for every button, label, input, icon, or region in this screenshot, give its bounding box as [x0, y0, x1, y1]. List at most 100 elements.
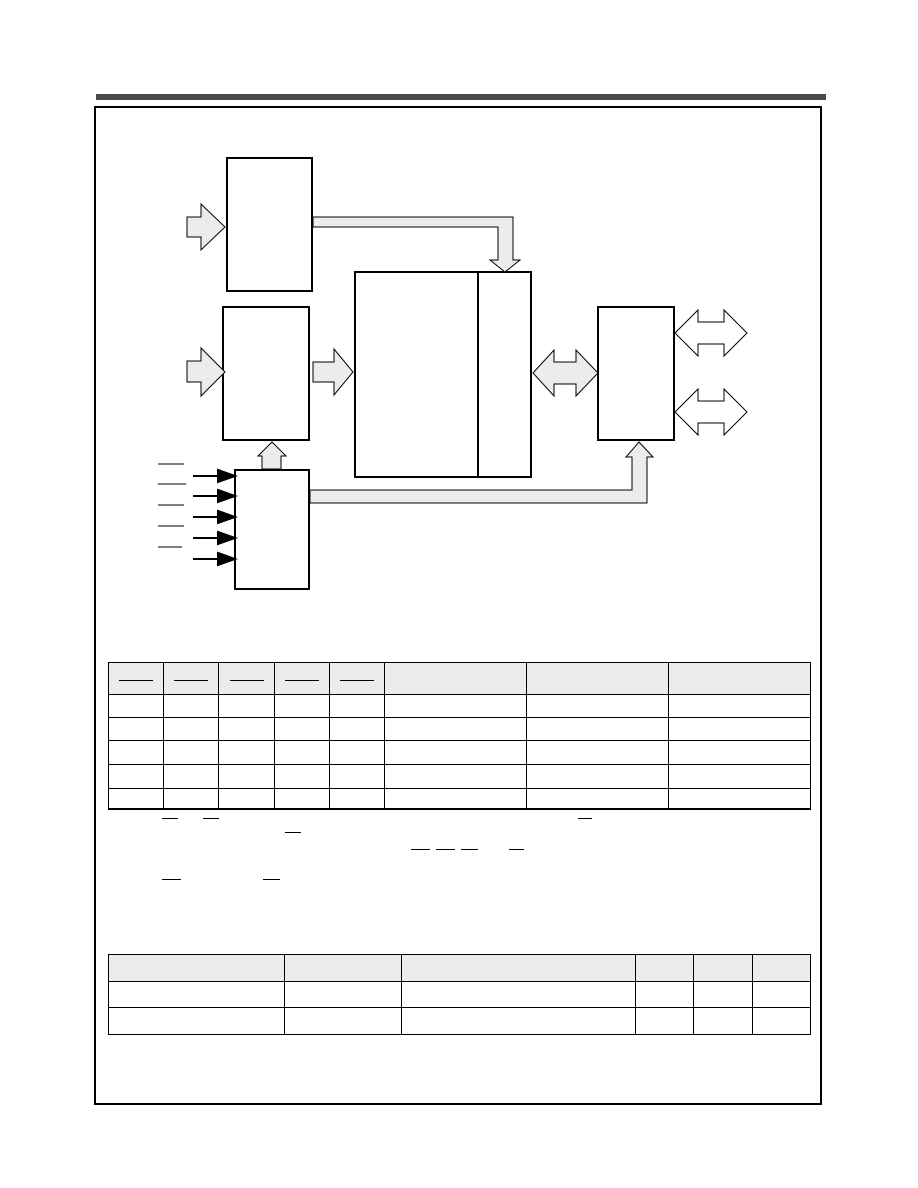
- table-cell: [526, 694, 669, 718]
- table-cell: [218, 764, 275, 789]
- table-cell: [329, 694, 385, 718]
- table-cell: [218, 717, 275, 741]
- table-cell: [218, 740, 275, 765]
- parameter-header-cell: [635, 954, 694, 982]
- control-input-arrows: [193, 468, 239, 567]
- table-cell: [526, 764, 669, 789]
- block-memory-array: [354, 271, 532, 478]
- parameter-header-cell: [752, 954, 811, 982]
- truth-table-header-cell: [526, 662, 669, 695]
- footnote-overbar: [578, 818, 592, 819]
- signal-overbar: [285, 680, 319, 681]
- table-cell: [384, 764, 527, 789]
- table-cell: [668, 764, 811, 789]
- parameter-table: [108, 954, 811, 1035]
- table-cell: [284, 981, 402, 1008]
- table-cell: [401, 981, 636, 1008]
- table-row: [108, 717, 811, 741]
- truth-table-header-cell: [329, 662, 385, 695]
- truth-table: [108, 662, 811, 810]
- table-cell: [668, 740, 811, 765]
- arrow-array-io: [532, 348, 599, 398]
- block-mid-left: [222, 306, 310, 441]
- table-cell: [108, 788, 164, 809]
- table-cell: [108, 981, 285, 1008]
- table-cell: [163, 788, 219, 809]
- footnote-overbar: [263, 879, 280, 880]
- truth-table-header-cell: [274, 662, 330, 695]
- table-cell: [668, 717, 811, 741]
- table-cell: [384, 788, 527, 809]
- signal-overbar: [119, 680, 153, 681]
- table-cell: [163, 694, 219, 718]
- table-cell: [163, 717, 219, 741]
- table-row: [108, 981, 811, 1008]
- table-cell: [284, 1007, 402, 1035]
- table-row: [108, 740, 811, 765]
- table-row: [108, 694, 811, 718]
- table-cell: [329, 717, 385, 741]
- footnote-overbar: [411, 849, 430, 850]
- block-diagram: [158, 157, 748, 590]
- table-cell: [274, 764, 330, 789]
- table-cell: [668, 788, 811, 809]
- table-row: [108, 1007, 811, 1035]
- top-rule: [96, 94, 826, 100]
- table-cell: [526, 740, 669, 765]
- table-cell: [668, 694, 811, 718]
- input-arrow-mid: [186, 346, 226, 398]
- table-cell: [526, 788, 669, 809]
- table-cell: [384, 694, 527, 718]
- table-cell: [329, 740, 385, 765]
- table-cell: [274, 694, 330, 718]
- table-cell: [635, 1007, 694, 1035]
- truth-table-header-cell: [163, 662, 219, 695]
- truth-table-header: [108, 662, 811, 695]
- table-cell: [274, 717, 330, 741]
- table-cell: [693, 981, 753, 1008]
- table-cell: [108, 764, 164, 789]
- table-cell: [635, 981, 694, 1008]
- table-cell: [526, 717, 669, 741]
- table-cell: [108, 694, 164, 718]
- footnote-overbar: [509, 849, 524, 850]
- table-cell: [218, 788, 275, 809]
- truth-table-header-cell: [384, 662, 527, 695]
- truth-table-header-cell: [108, 662, 164, 695]
- table-cell: [384, 740, 527, 765]
- table-cell: [163, 740, 219, 765]
- block-io-buffer: [597, 306, 675, 441]
- parameter-header-cell: [693, 954, 753, 982]
- table-cell: [329, 764, 385, 789]
- table-cell: [693, 1007, 753, 1035]
- arrow-io-out-upper: [674, 308, 748, 358]
- table-cell: [108, 717, 164, 741]
- footnote-overbar: [461, 849, 478, 850]
- block-control: [234, 469, 310, 590]
- footnote-overbar: [162, 818, 178, 819]
- table-cell: [108, 1007, 285, 1035]
- arrow-io-out-lower: [674, 387, 748, 437]
- parameter-header-cell: [284, 954, 402, 982]
- arrow-top-to-array: [312, 216, 522, 273]
- arrow-mid-to-array: [312, 347, 354, 397]
- arrow-control-to-mid: [256, 441, 288, 470]
- table-cell: [752, 1007, 811, 1035]
- page-frame: [94, 106, 822, 1105]
- footnote-overbar: [162, 879, 181, 880]
- table-cell: [274, 788, 330, 809]
- signal-overbar: [174, 680, 208, 681]
- table-row: [108, 764, 811, 789]
- footnote-overbar: [203, 818, 219, 819]
- table-cell: [108, 740, 164, 765]
- table-cell: [329, 788, 385, 809]
- truth-table-header-cell: [218, 662, 275, 695]
- signal-overbar: [340, 680, 374, 681]
- parameter-table-header: [108, 954, 811, 982]
- block-top-left: [226, 157, 313, 292]
- table-row: [108, 788, 811, 809]
- table-cell: [274, 740, 330, 765]
- table-cell: [401, 1007, 636, 1035]
- table-cell: [163, 764, 219, 789]
- truth-table-header-cell: [668, 662, 811, 695]
